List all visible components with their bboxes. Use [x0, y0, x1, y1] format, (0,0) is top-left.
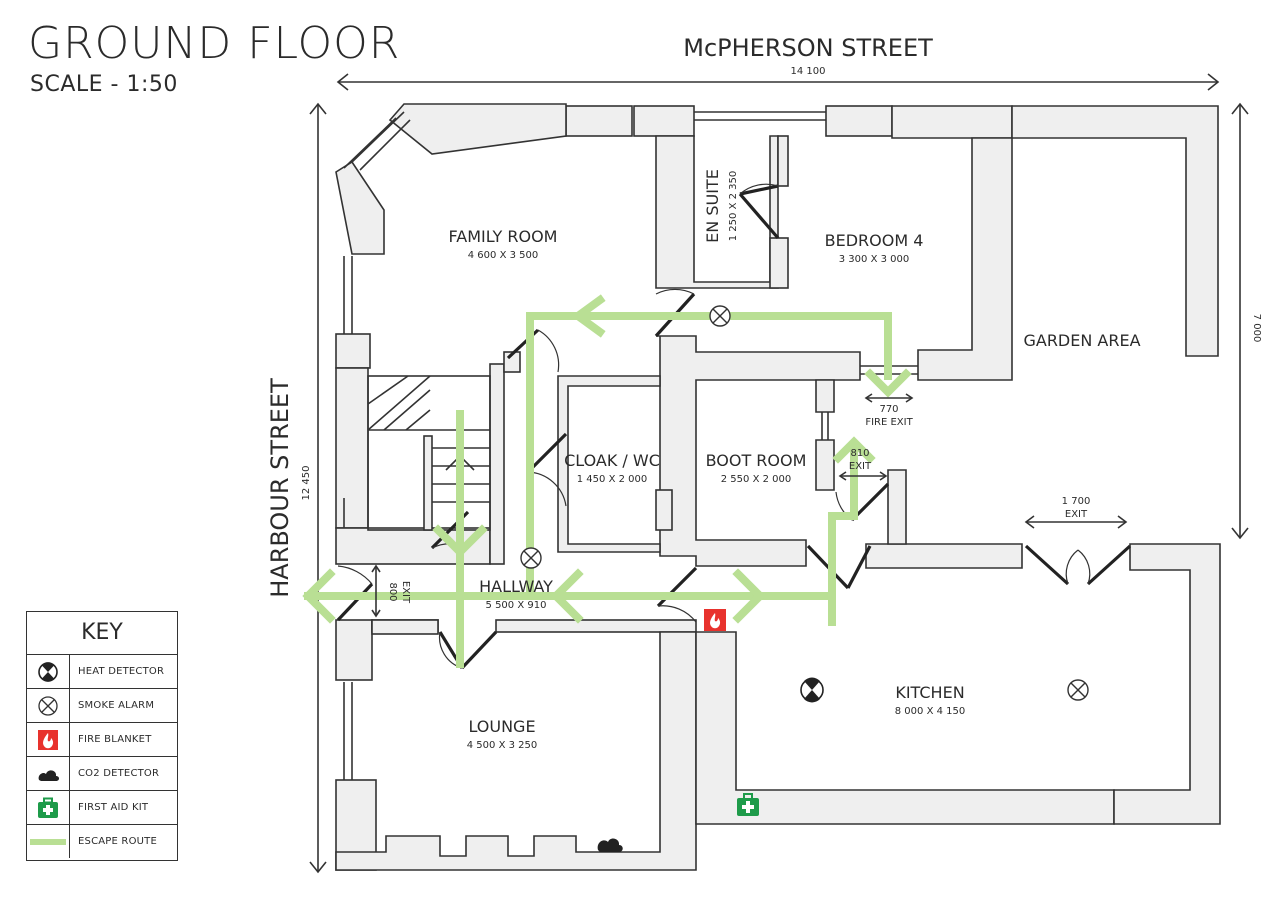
dimension-right-label: 7 000	[1251, 314, 1262, 343]
key-label-escape-route: ESCAPE ROUTE	[78, 836, 157, 847]
key-row-fire-blanket: FIRE BLANKET	[27, 723, 177, 757]
room-size-cloak: 1 450 X 2 000	[577, 474, 647, 485]
room-size-boot: 2 550 X 2 000	[721, 474, 791, 485]
room-size-bedroom: 3 300 X 3 000	[839, 254, 909, 265]
boot-exit-label: EXIT	[849, 461, 872, 472]
dimension-right	[1231, 102, 1249, 540]
key-row-co2-detector: CO2 DETECTOR	[27, 757, 177, 791]
key-label-first-aid-kit: FIRST AID KIT	[78, 802, 149, 813]
key-row-first-aid-kit: FIRST AID KIT	[27, 791, 177, 825]
room-size-ensuite: 1 250 X 2 350	[728, 171, 739, 241]
smoke-alarm-icon	[1067, 679, 1089, 701]
plan-title: GROUND FLOOR	[28, 18, 401, 69]
fire-blanket-icon	[38, 729, 58, 750]
room-name-cloak: CLOAK / WC	[564, 451, 660, 470]
key-row-escape-route: ESCAPE ROUTE	[27, 825, 177, 858]
room-name-kitchen: KITCHEN	[895, 683, 964, 702]
heat-detector-icon	[38, 661, 58, 682]
room-size-family: 4 600 X 3 500	[468, 250, 538, 261]
smoke-alarm-icon	[709, 305, 731, 327]
kitchen-exit-label: EXIT	[1065, 509, 1088, 520]
dimension-left-label: 12 450	[301, 466, 312, 501]
co2-detector-icon	[597, 838, 623, 852]
dimension-top-label: 14 100	[791, 66, 826, 77]
fire-exit-dimension	[864, 393, 914, 403]
escape-route	[302, 294, 912, 668]
room-name-boot: BOOT ROOM	[706, 451, 807, 470]
street-left: HARBOUR STREET	[266, 378, 294, 598]
room-size-hallway: 5 500 X 910	[486, 600, 547, 611]
room-name-ensuite: EN SUITE	[703, 169, 722, 243]
room-name-garden: GARDEN AREA	[1023, 331, 1140, 350]
co2-detector-icon	[38, 769, 59, 781]
boot-exit-dimension	[838, 471, 888, 481]
fire-blanket-icon	[704, 609, 726, 631]
room-name-lounge: LOUNGE	[468, 717, 535, 736]
dimension-left	[309, 102, 327, 874]
key-row-smoke-alarm: SMOKE ALARM	[27, 689, 177, 723]
room-name-bedroom: BEDROOM 4	[825, 231, 924, 250]
front-exit-width: 800	[387, 582, 398, 601]
front-exit-label: EXIT	[400, 581, 411, 604]
key-label-heat-detector: HEAT DETECTOR	[78, 666, 165, 677]
key-title: KEY	[27, 612, 177, 655]
front-exit-dimension	[371, 564, 381, 618]
fire-exit-width: 770	[879, 404, 898, 415]
room-name-hallway: HALLWAY	[479, 577, 553, 596]
boot-exit-width: 810	[850, 448, 869, 459]
heat-detector-icon	[800, 677, 824, 703]
key-label-smoke-alarm: SMOKE ALARM	[78, 700, 155, 711]
walls	[335, 103, 1221, 871]
kitchen-exit-width: 1 700	[1062, 496, 1091, 507]
key-label-co2-detector: CO2 DETECTOR	[78, 768, 160, 779]
kitchen-exit-dimension	[1024, 515, 1128, 529]
escape-route-icon	[30, 838, 66, 845]
street-top: McPHERSON STREET	[683, 34, 933, 62]
room-size-kitchen: 8 000 X 4 150	[895, 706, 965, 717]
room-size-lounge: 4 500 X 3 250	[467, 740, 537, 751]
key-legend: KEY HEAT DETECTOR SMOKE ALARM	[26, 611, 178, 861]
room-name-family: FAMILY ROOM	[449, 227, 558, 246]
key-row-heat-detector: HEAT DETECTOR	[27, 655, 177, 689]
first-aid-kit-icon	[38, 797, 58, 818]
first-aid-kit-icon	[737, 793, 759, 816]
smoke-alarm-icon	[38, 695, 58, 716]
smoke-alarm-icon	[520, 547, 542, 569]
dimension-top	[336, 73, 1220, 91]
plan-scale: SCALE - 1:50	[30, 72, 178, 97]
key-label-fire-blanket: FIRE BLANKET	[78, 734, 152, 745]
fire-exit-label: FIRE EXIT	[865, 417, 913, 428]
